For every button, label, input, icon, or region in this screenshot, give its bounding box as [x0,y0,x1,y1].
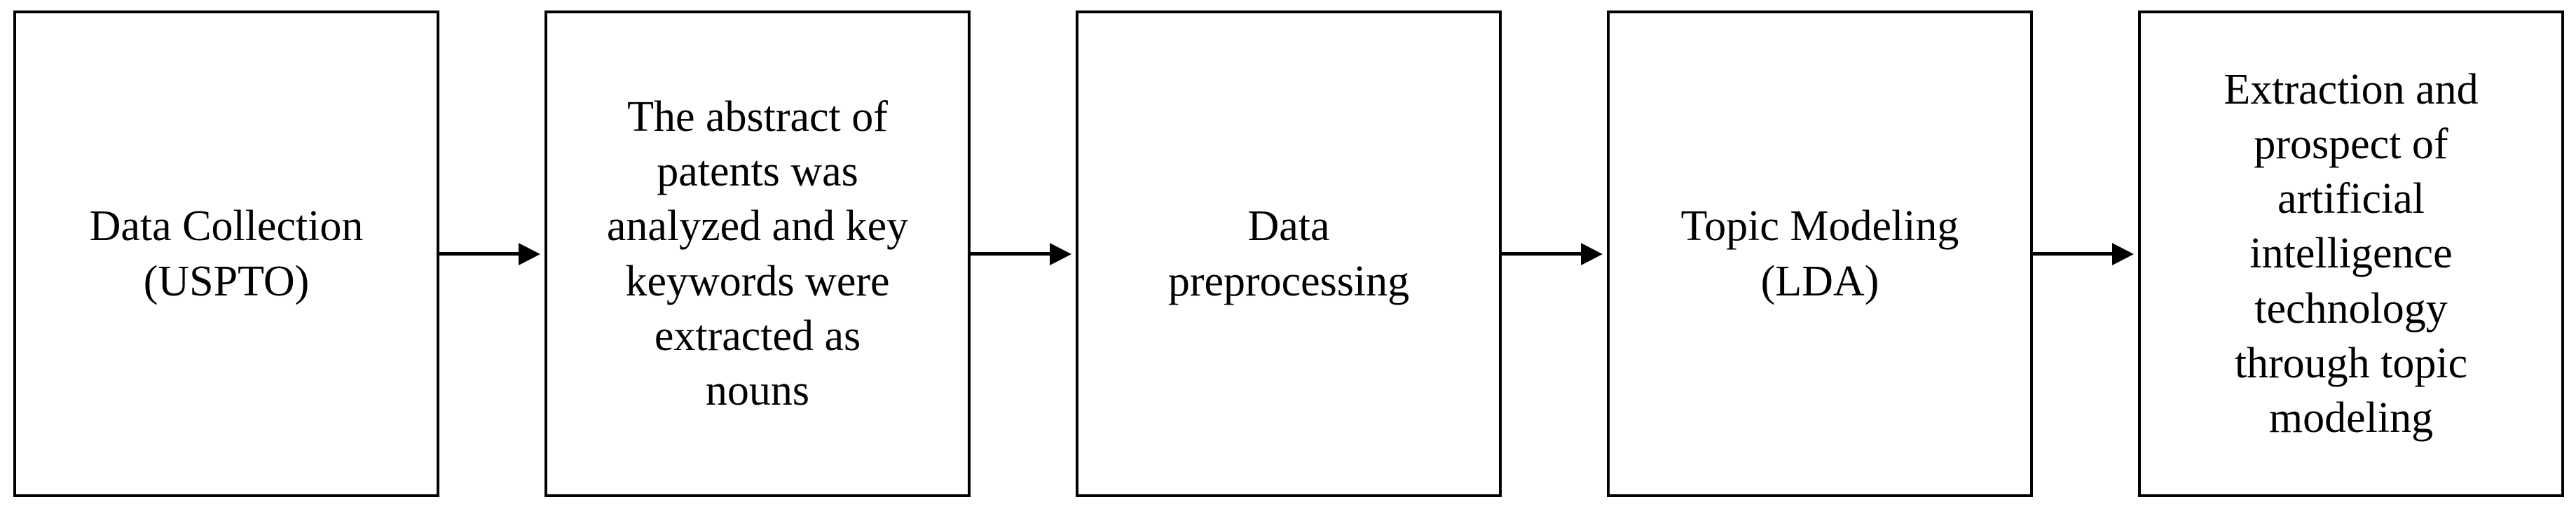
flow-arrow-2 [971,11,1076,497]
arrow-line [971,252,1050,256]
arrow-head-icon [1050,242,1071,265]
flow-step-label: Data preprocessing [1167,202,1410,305]
flow-arrow-4 [2033,11,2138,497]
flow-step-topic-modeling: Topic Modeling (LDA) [1607,11,2033,497]
flow-step-abstract-analysis: The abstract of patents was analyzed and… [544,11,971,497]
flow-arrow-1 [439,11,544,497]
arrow-line [2033,252,2113,256]
flow-step-data-collection: Data Collection (USPTO) [13,11,439,497]
arrow-line [439,252,519,256]
flow-arrow-3 [1502,11,1607,497]
flow-step-data-preprocessing: Data preprocessing [1076,11,1502,497]
flow-step-label: The abstract of patents was analyzed and… [606,93,909,414]
arrow-line [1502,252,1582,256]
arrow-head-icon [1581,242,1603,265]
arrow-head-icon [2112,242,2134,265]
flow-step-extraction-prospect: Extraction and prospect of artificial in… [2138,11,2564,497]
flow-step-label: Extraction and prospect of artificial in… [2224,66,2479,442]
flow-step-label: Data Collection (USPTO) [89,202,364,305]
flow-step-label: Topic Modeling (LDA) [1680,202,1959,305]
arrow-head-icon [519,242,540,265]
